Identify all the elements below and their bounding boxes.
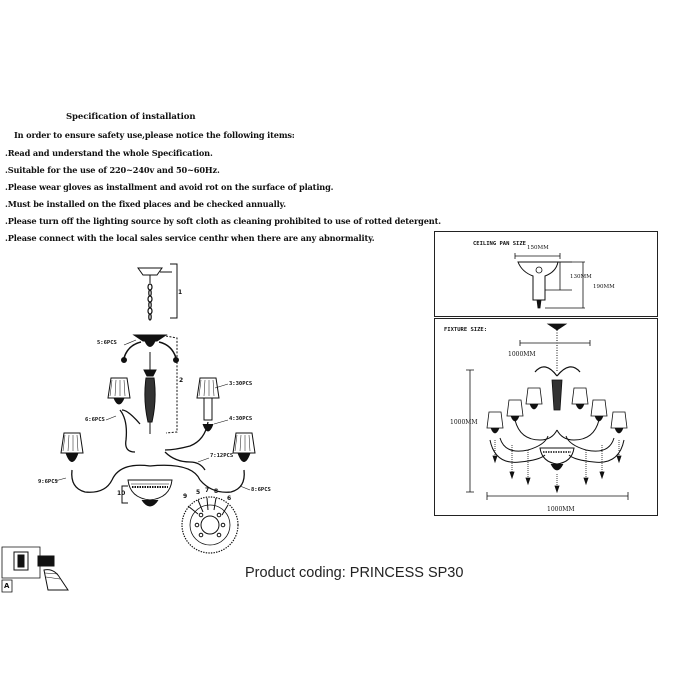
spec-item: .Read and understand the whole Specifica… (5, 148, 213, 158)
ceiling-pan-title: CEILING PAN SIZE (473, 241, 526, 247)
part-label-4: 4:30PCS (229, 416, 253, 422)
fixture-top-dimension: 1000MM (508, 351, 536, 358)
fixture-size-panel: FIXTURE SIZE: 1000MM 1000MM 1000MM (434, 318, 658, 516)
part-label-9: 9:6PCS (38, 479, 58, 485)
part-label-8: 8:6PCS (251, 487, 271, 493)
product-coding: Product coding: PRINCESS SP30 (245, 565, 464, 581)
ceiling-pan-width: 150MM (527, 245, 549, 251)
ceiling-pan-height-outer: 190MM (593, 284, 615, 290)
part-label-7: 7:12PCS (210, 453, 234, 459)
fixture-height-dimension: 1000MM (450, 419, 478, 426)
spec-item: .Must be installed on the fixed places a… (5, 199, 286, 209)
dial-number: 6 (227, 495, 232, 502)
part-label-5: 5:6PCS (97, 340, 117, 346)
dial-number: 7 (205, 487, 210, 494)
spec-item: .Please turn off the lighting source by … (5, 216, 441, 226)
fixture-width-dimension: 1000MM (547, 506, 575, 513)
spec-intro: In order to ensure safety use,please not… (14, 130, 295, 140)
spec-title: Specification of installation (66, 112, 196, 122)
part-number-10: 10 (117, 490, 126, 497)
part-number-1: 1 (178, 289, 183, 296)
dial-number: 5 (196, 489, 201, 496)
ceiling-pan-height-inner: 130MM (570, 274, 592, 280)
part-label-6: 6:6PCS (85, 417, 105, 423)
fixture-size-title: FIXTURE SIZE: (444, 327, 488, 333)
part-number-2: 2 (179, 377, 184, 384)
dial-number: 9 (183, 493, 188, 500)
spec-item: .Please connect with the local sales ser… (5, 233, 375, 243)
dial-number: 8 (214, 488, 219, 495)
spec-item: .Please wear gloves as installment and a… (5, 182, 334, 192)
ceiling-pan-panel: CEILING PAN SIZE 150MM 130MM 190MM (434, 231, 658, 317)
part-label-3: 3:30PCS (229, 381, 253, 387)
warning-letter: A (4, 582, 10, 590)
spec-item: .Suitable for the use of 220~240v and 50… (5, 165, 220, 175)
